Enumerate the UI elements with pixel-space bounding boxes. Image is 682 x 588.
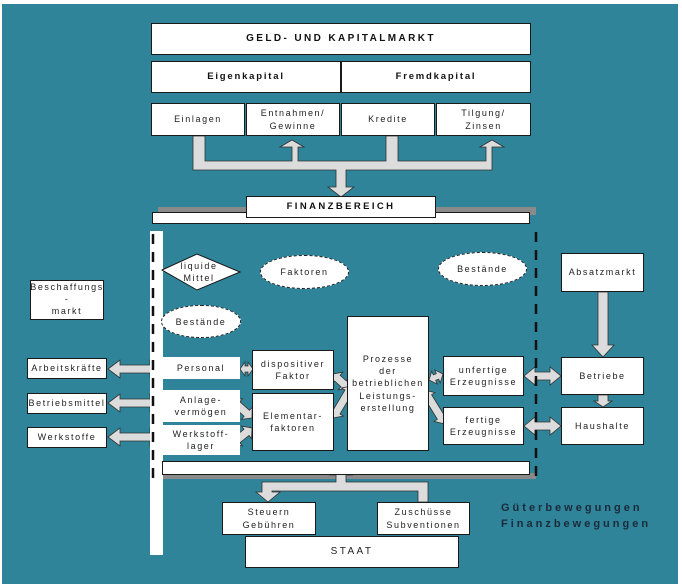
equity-box: Eigenkapital: [151, 61, 341, 93]
flow-repayment-interest: Tilgung/ Zinsen: [436, 103, 531, 136]
elementary-factors-box: Elementar- faktoren: [252, 393, 334, 451]
unfinished-products-box: unfertige Erzeugnisse: [443, 356, 524, 396]
companies-box: Betriebe: [561, 357, 644, 395]
liquid-funds-label: liquide Mittel: [180, 260, 218, 283]
state-box: STAAT: [245, 536, 459, 568]
taxes-fees-box: Steuern Gebühren: [222, 502, 316, 535]
households-box: Haushalte: [561, 407, 644, 445]
stocks-right-ellipse: Bestände: [438, 252, 527, 286]
resource-equipment: Betriebsmittel: [27, 393, 107, 414]
legend-finance-flows: Finanzbewegungen: [501, 518, 652, 530]
resource-labor: Arbeitskräfte: [27, 358, 107, 379]
stocks-left-ellipse: Bestände: [161, 305, 241, 338]
finished-products-box: fertige Erzeugnisse: [443, 407, 524, 445]
factors-ellipse: Faktoren: [260, 255, 349, 289]
flow-loans: Kredite: [341, 103, 435, 136]
flow-deposits: Einlagen: [151, 103, 245, 136]
bottom-horizontal-bar: [162, 461, 530, 475]
materials-stock-box: Werkstoff- lager: [162, 425, 240, 455]
flow-withdrawals-profits: Entnahmen/ Gewinne: [246, 103, 340, 136]
liquid-funds-diamond: [160, 253, 242, 291]
money-capital-market: GELD- UND KAPITALMARKT: [151, 23, 531, 55]
resource-materials: Werkstoffe: [27, 427, 107, 448]
processes-box: Prozesse der betrieblichen Leistungs- er…: [347, 316, 429, 451]
legend: Güterbewegungen Finanzbewegungen: [501, 500, 651, 532]
personnel-box: Personal: [162, 357, 240, 379]
finance-area-title: FINANZBEREICH: [246, 196, 436, 218]
state-flows-connector: [254, 465, 429, 503]
debt-box: Fremdkapital: [341, 61, 531, 93]
fixed-assets-box: Anlage- vermögen: [162, 390, 240, 422]
procurement-market: Beschaffungs - markt: [30, 280, 104, 320]
arrow-companies-households: [592, 394, 614, 408]
finance-tree-connector: [192, 135, 506, 198]
subsidies-box: Zuschüsse Subventionen: [377, 502, 470, 535]
legend-goods-flows: Güterbewegungen: [501, 502, 643, 514]
arrow-sales-companies: [591, 291, 615, 358]
sales-market-box: Absatzmarkt: [561, 253, 644, 292]
dispositive-factor-box: dispositiver Faktor: [252, 350, 334, 390]
process-area-bottom-shadow: [158, 473, 536, 479]
